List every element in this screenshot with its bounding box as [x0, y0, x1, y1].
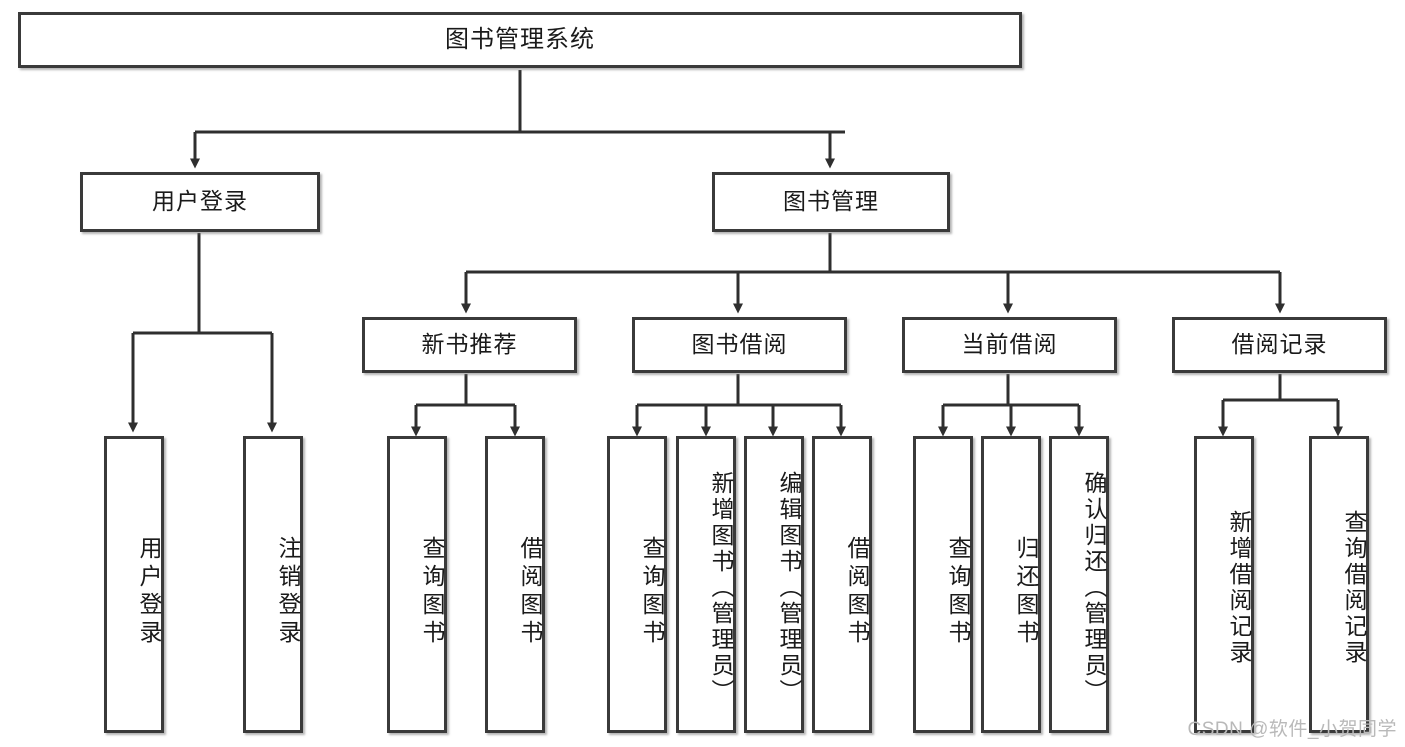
leaf-query-book-current[interactable]: 查询图书	[913, 436, 973, 733]
leaf-user-logout-label: 注销登录	[275, 535, 301, 648]
node-root-label: 图书管理系统	[445, 25, 595, 53]
node-book-manage-label: 图书管理	[783, 188, 879, 215]
leaf-return-book-label: 归还图书	[1013, 535, 1039, 648]
leaf-query-book-new-label: 查询图书	[419, 535, 445, 648]
leaf-add-borrow-record-label: 新增借阅记录	[1226, 509, 1252, 666]
leaf-query-borrow-record-label: 查询借阅记录	[1341, 509, 1367, 666]
node-current-borrow[interactable]: 当前借阅	[902, 317, 1117, 373]
leaf-edit-book-admin[interactable]: 编辑图书（管理员）	[744, 436, 804, 733]
leaf-return-book[interactable]: 归还图书	[981, 436, 1041, 733]
node-user-login-label: 用户登录	[152, 188, 248, 215]
leaf-query-book-current-label: 查询图书	[945, 535, 971, 648]
leaf-borrow-book-new-label: 借阅图书	[517, 535, 543, 648]
leaf-borrow-book-label: 借阅图书	[844, 535, 870, 648]
leaf-user-login[interactable]: 用户登录	[104, 436, 164, 733]
node-root-system[interactable]: 图书管理系统	[18, 12, 1022, 68]
node-new-book-recommend[interactable]: 新书推荐	[362, 317, 577, 373]
leaf-edit-book-admin-label: 编辑图书（管理员）	[776, 470, 802, 705]
leaf-query-borrow-record[interactable]: 查询借阅记录	[1309, 436, 1369, 733]
leaf-query-book-new[interactable]: 查询图书	[387, 436, 447, 733]
node-user-login[interactable]: 用户登录	[80, 172, 320, 232]
leaf-add-book-admin-label: 新增图书（管理员）	[708, 470, 734, 705]
node-borrow-record-label: 借阅记录	[1231, 331, 1328, 358]
leaf-confirm-return-admin[interactable]: 确认归还（管理员）	[1049, 436, 1109, 733]
leaf-query-book-borrow[interactable]: 查询图书	[607, 436, 667, 733]
leaf-add-book-admin[interactable]: 新增图书（管理员）	[676, 436, 736, 733]
leaf-query-book-borrow-label: 查询图书	[639, 535, 665, 648]
leaf-user-logout[interactable]: 注销登录	[243, 436, 303, 733]
node-book-borrow[interactable]: 图书借阅	[632, 317, 847, 373]
node-book-manage[interactable]: 图书管理	[712, 172, 950, 232]
leaf-add-borrow-record[interactable]: 新增借阅记录	[1194, 436, 1254, 733]
node-current-borrow-label: 当前借阅	[961, 331, 1058, 358]
leaf-user-login-label: 用户登录	[136, 535, 162, 648]
node-borrow-record[interactable]: 借阅记录	[1172, 317, 1387, 373]
node-book-borrow-label: 图书借阅	[691, 331, 788, 358]
leaf-borrow-book[interactable]: 借阅图书	[812, 436, 872, 733]
node-new-book-recommend-label: 新书推荐	[421, 331, 518, 358]
leaf-confirm-return-admin-label: 确认归还（管理员）	[1081, 470, 1107, 705]
watermark: CSDN @软件_小贺同学	[1187, 719, 1397, 740]
leaf-borrow-book-new[interactable]: 借阅图书	[485, 436, 545, 733]
